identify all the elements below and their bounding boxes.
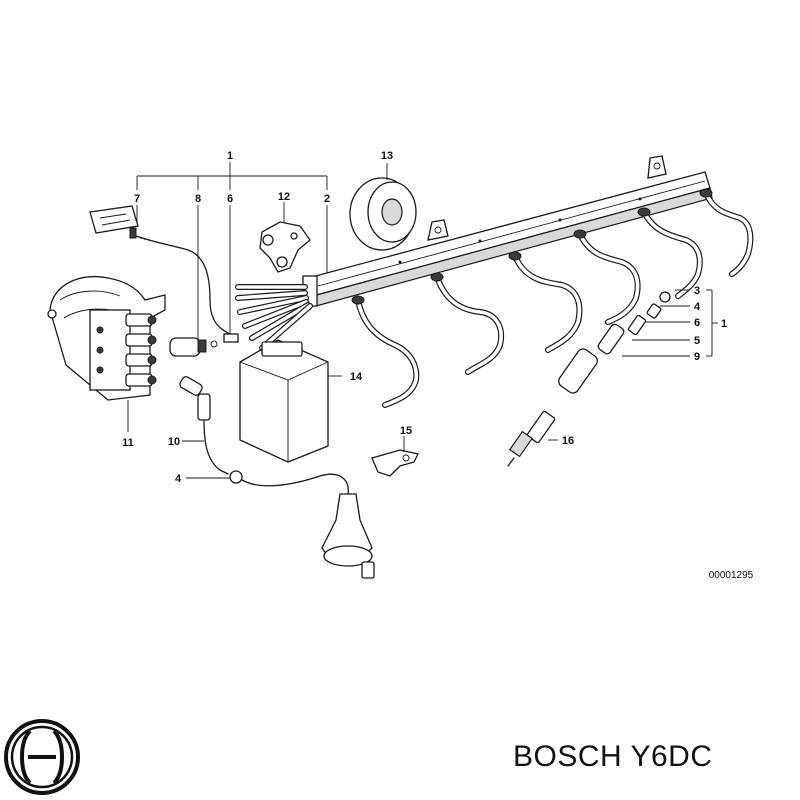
callout-7: 7 — [134, 193, 140, 205]
callout-14: 14 — [350, 371, 363, 383]
plug-6-left — [223, 333, 239, 343]
lead-bundle — [235, 284, 313, 351]
callout-10: 10 — [168, 436, 180, 448]
bosch-armature-logo-icon — [4, 719, 80, 795]
callout-1-right: 1 — [721, 318, 727, 330]
callout-16: 16 — [562, 435, 574, 447]
callout-5: 5 — [694, 335, 700, 347]
control-unit-14 — [239, 339, 342, 463]
callout-12: 12 — [278, 191, 290, 203]
callout-4-left: 4 — [175, 473, 182, 485]
connector-7 — [89, 205, 236, 337]
plug-connector-chain — [558, 289, 718, 394]
callout-8: 8 — [195, 193, 201, 205]
distributor-cap-11 — [47, 275, 166, 432]
callout-6-left: 6 — [227, 193, 233, 205]
reference-code: 00001295 — [709, 570, 754, 581]
callout-13: 13 — [381, 150, 393, 162]
callout-labels: 1 7 8 6 2 12 13 3 4 6 1 5 9 14 11 10 4 1… — [122, 150, 754, 581]
brand-part-label: BOSCH Y6DC — [513, 740, 713, 773]
ignition-lead-rail — [302, 155, 713, 307]
pulse-ring-13 — [349, 163, 417, 251]
top-bracket — [136, 162, 328, 340]
callout-6-right: 6 — [694, 317, 700, 329]
callout-1-top: 1 — [227, 150, 233, 162]
callout-9: 9 — [694, 351, 700, 363]
callout-11: 11 — [122, 437, 134, 449]
callout-4-right: 4 — [694, 301, 701, 313]
callout-3: 3 — [694, 285, 700, 297]
spark-plug-16 — [507, 410, 558, 467]
sensor-bracket-12 — [259, 202, 311, 273]
lead-10 — [179, 376, 375, 579]
connector-8 — [169, 337, 218, 357]
callout-15: 15 — [400, 425, 412, 437]
bracket-15 — [371, 436, 419, 477]
plug-leads — [351, 188, 754, 408]
callout-2: 2 — [324, 193, 330, 205]
